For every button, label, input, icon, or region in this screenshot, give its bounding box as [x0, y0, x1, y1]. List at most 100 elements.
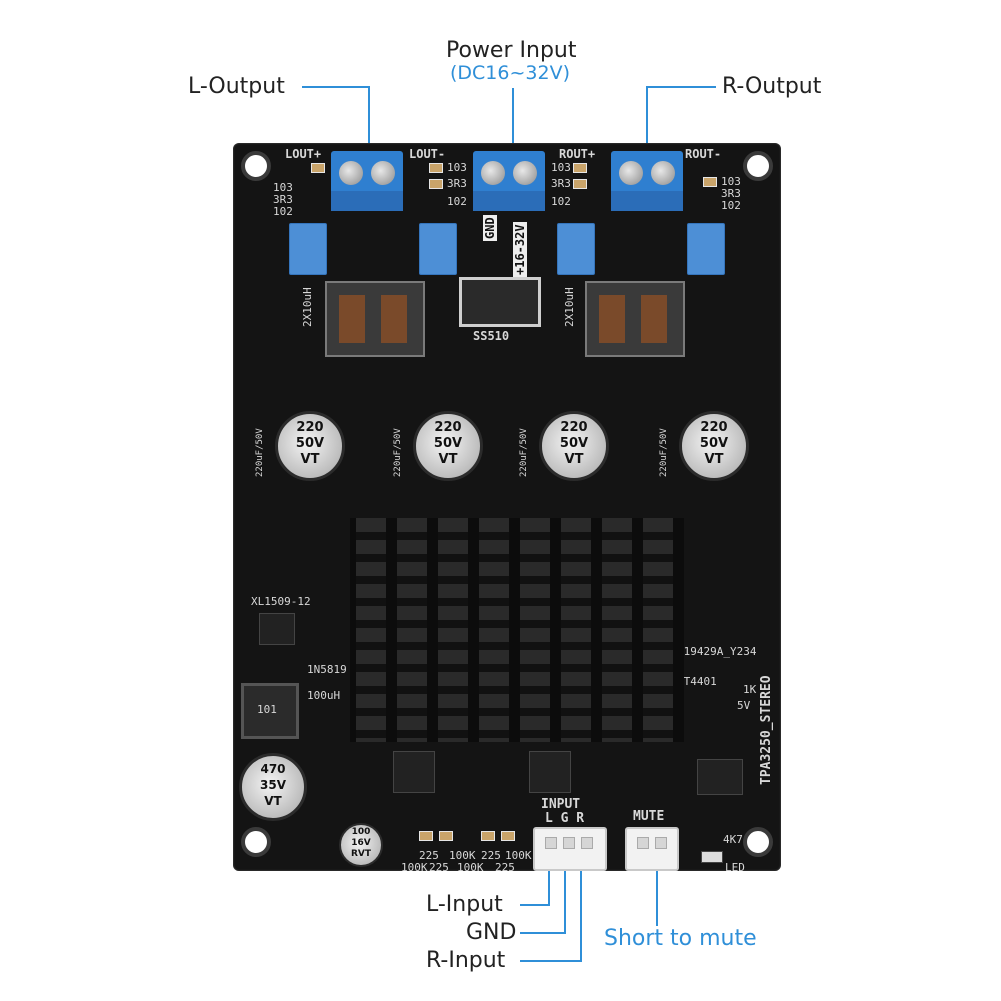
electrolytic-capacitor: 220 50V VT	[275, 411, 345, 481]
power-pad-label: +16-32V	[513, 222, 527, 277]
l-output-label: L-Output	[188, 74, 285, 99]
mute-connector[interactable]	[625, 827, 679, 871]
inductor-label-right: 2X10uH	[563, 287, 576, 327]
screw-icon	[619, 161, 643, 185]
resistor-label: 103	[551, 161, 571, 174]
resistor-label: 102	[447, 195, 467, 208]
screw-icon	[339, 161, 363, 185]
resistor-label: 3R3	[551, 177, 571, 190]
resistor-label: 103	[273, 181, 293, 194]
screw-icon	[371, 161, 395, 185]
led-label: LED	[725, 861, 745, 874]
smd-resistor	[429, 179, 443, 189]
r-input-label: R-Input	[426, 948, 506, 973]
inductor-label-left: 2X10uH	[301, 287, 314, 327]
l-output-line-h	[302, 86, 370, 88]
power-input-terminal[interactable]	[473, 151, 545, 211]
l-input-label: L-Input	[426, 892, 503, 917]
smd-resistor	[573, 163, 587, 173]
cap-rating-label: 220uF/50V	[255, 428, 265, 477]
l-input-line-v	[548, 842, 550, 906]
screw-icon	[481, 161, 505, 185]
smd-resistor	[573, 179, 587, 189]
r-output-line-h	[646, 86, 716, 88]
rout-plus-label: ROUT+	[559, 147, 596, 161]
cap-rating-label: 220uF/50V	[659, 428, 669, 477]
input-pins-label: L G R	[545, 811, 585, 826]
amplifier-board: LOUT+ LOUT- ROUT+ ROUT- 103 3R3 102 103 …	[233, 143, 781, 874]
bt-label: BT4401	[677, 675, 717, 688]
resistor-4k7-label: 4K7	[723, 833, 743, 846]
electrolytic-capacitor: 220 50V VT	[679, 411, 749, 481]
resistor-label: 102	[273, 205, 293, 218]
film-capacitor	[289, 223, 327, 275]
resistor-label: 3R3	[721, 187, 741, 200]
model-label: TPA3250_STEREO	[759, 675, 774, 785]
bottom-resistor-label: 225	[481, 849, 501, 862]
small-inductor	[241, 683, 299, 739]
rout-minus-label: ROUT-	[685, 147, 722, 161]
screw-icon	[513, 161, 537, 185]
opamp-chip-right	[529, 751, 571, 793]
heatsink	[350, 518, 684, 742]
bottom-resistor-label: 100K	[401, 861, 428, 874]
mount-hole-tl	[241, 151, 271, 181]
r-input-line-v	[580, 842, 582, 962]
lout-minus-label: LOUT-	[409, 147, 446, 161]
r-input-line-h	[520, 960, 582, 962]
smd-resistor	[481, 831, 495, 841]
bottom-resistor-label: 100K	[449, 849, 476, 862]
film-capacitor	[557, 223, 595, 275]
small-inductor-label: 100uH	[307, 689, 341, 702]
l-input-line-h	[520, 904, 550, 906]
resistor-label: 102	[551, 195, 571, 208]
voltage-5v-label: 5V	[737, 699, 751, 712]
electrolytic-capacitor: 220 50V VT	[413, 411, 483, 481]
resistor-label: 102	[721, 199, 741, 212]
resistor-label: 103	[721, 175, 741, 188]
electrolytic-capacitor-small: 100 16V RVT	[339, 823, 383, 867]
led-indicator	[701, 851, 723, 863]
diode-label: SS510	[473, 329, 510, 343]
bottom-resistor-label: 100K	[505, 849, 532, 862]
smd-resistor	[703, 177, 717, 187]
gnd-line-v	[564, 842, 566, 934]
resistor-1k-label: 1K	[743, 683, 757, 696]
regulator-chip	[259, 613, 295, 645]
power-range-label: (DC16~32V)	[450, 62, 570, 84]
cap-rating-label: 220uF/50V	[519, 428, 529, 477]
resistor-label: 3R3	[447, 177, 467, 190]
smd-resistor	[501, 831, 515, 841]
cap-rating-label: 220uF/50V	[393, 428, 403, 477]
resistor-label: 3R3	[273, 193, 293, 206]
mute-label: MUTE	[633, 809, 665, 824]
film-capacitor	[419, 223, 457, 275]
lout-plus-label: LOUT+	[285, 147, 322, 161]
electrolytic-capacitor: 220 50V VT	[539, 411, 609, 481]
smd-resistor	[419, 831, 433, 841]
input-connector[interactable]	[533, 827, 607, 871]
gnd-label: GND	[466, 920, 517, 945]
r-output-label: R-Output	[722, 74, 822, 99]
bottom-resistor-label: 225	[495, 861, 515, 874]
electrolytic-capacitor-large: 470 35V VT	[239, 753, 307, 821]
power-input-label: Power Input	[446, 38, 577, 63]
opamp-chip-left	[393, 751, 435, 793]
regulator-label: XL1509-12	[251, 595, 311, 608]
smd-resistor	[439, 831, 453, 841]
mount-hole-tr	[743, 151, 773, 181]
smd-resistor	[311, 163, 325, 173]
r-output-terminal[interactable]	[611, 151, 683, 211]
bottom-resistor-label: 100K	[457, 861, 484, 874]
input-label: INPUT	[541, 797, 581, 812]
gnd-pad-label: GND	[483, 215, 497, 241]
screw-icon	[651, 161, 675, 185]
bottom-resistor-label: 225	[419, 849, 439, 862]
mount-hole-bl	[241, 827, 271, 857]
output-inductor-right	[585, 281, 685, 357]
film-capacitor	[687, 223, 725, 275]
bottom-resistor-label: 225	[429, 861, 449, 874]
l-output-terminal[interactable]	[331, 151, 403, 211]
resistor-label: 103	[447, 161, 467, 174]
pcb-code-label: 519429A_Y234	[677, 645, 757, 658]
